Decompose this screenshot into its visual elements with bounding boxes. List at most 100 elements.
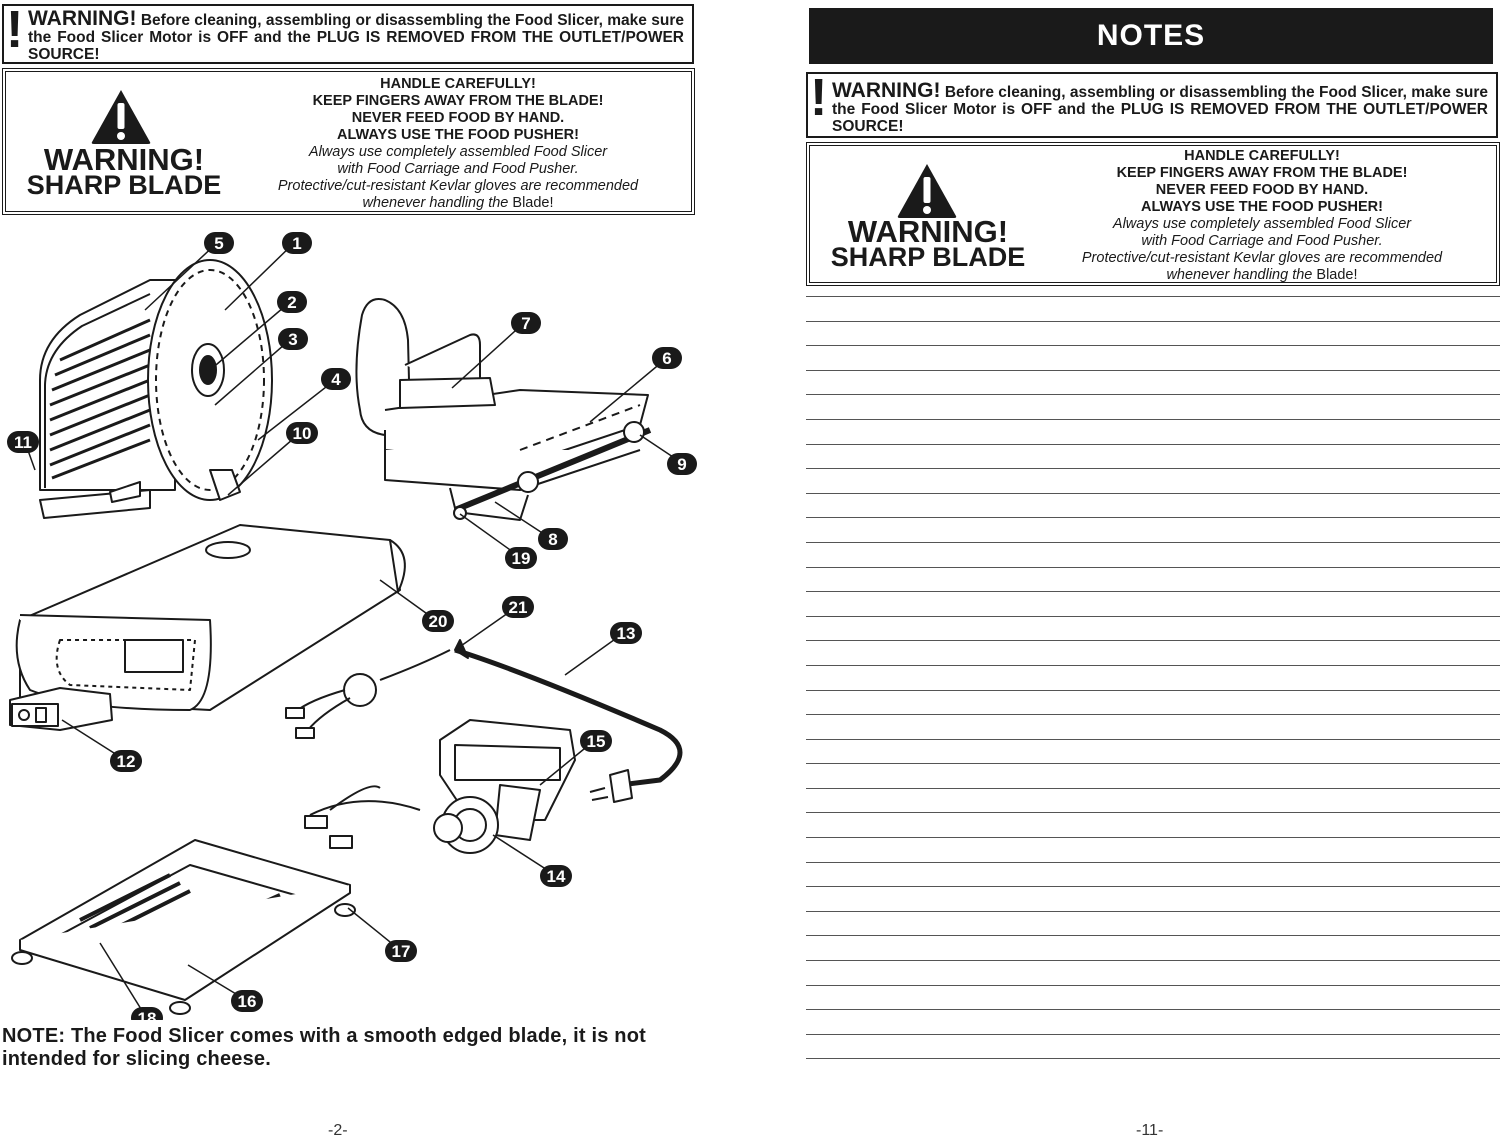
note-line	[806, 517, 1500, 542]
power-warning-box: ! WARNING! Before cleaning, assembling o…	[2, 1, 694, 64]
callout-8: 8	[538, 528, 568, 550]
note-line	[806, 615, 1500, 641]
power-cord-drawing	[285, 639, 683, 803]
motor-drawing	[304, 719, 576, 854]
note-line	[806, 345, 1500, 370]
rule-never-feed-by-hand: NEVER FEED FOOD BY HAND.	[1155, 182, 1369, 198]
callout-16: 16	[231, 990, 263, 1012]
svg-text:20: 20	[429, 612, 448, 631]
callout-4: 4	[321, 368, 351, 390]
note-line	[806, 837, 1500, 862]
power-warning-text-right: WARNING! Before cleaning, assembling or …	[832, 79, 1488, 135]
svg-text:4: 4	[331, 370, 341, 389]
rule-assembled-slicer: Always use completely assembled Food Sli…	[308, 144, 608, 160]
callout-17: 17	[385, 940, 417, 962]
note-line	[806, 492, 1500, 518]
svg-text:15: 15	[587, 732, 606, 751]
svg-text:9: 9	[677, 455, 686, 474]
note-line	[806, 320, 1500, 346]
power-switch-drawing	[9, 687, 113, 731]
blade-housing-drawing	[39, 279, 176, 519]
rule-carriage-and-pusher: with Food Carriage and Food Pusher.	[337, 161, 579, 177]
rule-handle-carefully: HANDLE CAREFULLY!	[1184, 148, 1340, 164]
sharp-blade-title: SHARP BLADE	[26, 170, 222, 200]
note-line	[806, 787, 1500, 813]
warning-body: Before cleaning, assembling or disassemb…	[832, 84, 1488, 135]
note-line	[806, 861, 1500, 887]
svg-text:1: 1	[292, 234, 301, 253]
note-line	[806, 1009, 1500, 1034]
callout-14: 14	[540, 865, 572, 887]
svg-text:11: 11	[14, 433, 32, 452]
note-line	[806, 886, 1500, 911]
right-page: NOTES ! WARNING! Before cleaning, assemb…	[800, 0, 1503, 1139]
callout-3: 3	[278, 328, 308, 350]
note-line	[806, 664, 1500, 690]
svg-text:7: 7	[521, 314, 530, 333]
blade-drawing	[147, 259, 273, 501]
note-line	[806, 812, 1500, 837]
sharp-blade-warning-box: WARNING! SHARP BLADE HANDLE CAREFULLY! K…	[2, 68, 695, 215]
warning-triangle-icon	[897, 164, 957, 218]
note-line	[806, 935, 1500, 960]
exploded-parts-diagram: 5 1 2 3 4 10 11 7 6 9 8 19 20 21 13 12 1…	[7, 232, 697, 1020]
blade-safety-rules: HANDLE CAREFULLY! KEEP FINGERS AWAY FROM…	[1042, 148, 1482, 284]
power-warning-text: WARNING! Before cleaning, assembling or …	[28, 7, 684, 63]
blade-safety-rules: HANDLE CAREFULLY! KEEP FINGERS AWAY FROM…	[238, 76, 678, 212]
note-line	[806, 443, 1500, 469]
callout-1: 1	[282, 232, 312, 254]
note-line	[806, 714, 1500, 739]
note-line	[806, 960, 1500, 985]
note-lines	[806, 296, 1500, 1083]
rule-keep-fingers-away: KEEP FINGERS AWAY FROM THE BLADE!	[1116, 165, 1408, 181]
rule-never-feed-by-hand: NEVER FEED FOOD BY HAND.	[351, 110, 565, 126]
rule-handling-blade: whenever handling the Blade!	[1166, 267, 1358, 283]
rule-kevlar-gloves: Protective/cut-resistant Kevlar gloves a…	[1081, 250, 1443, 266]
callout-21: 21	[502, 596, 534, 618]
callout-5: 5	[204, 232, 234, 254]
svg-text:19: 19	[512, 549, 531, 568]
svg-text:3: 3	[288, 330, 297, 349]
rule-keep-fingers-away: KEEP FINGERS AWAY FROM THE BLADE!	[312, 93, 604, 109]
exclamation-icon: !	[6, 1, 24, 59]
callout-15: 15	[580, 730, 612, 752]
exclamation-icon: !	[810, 69, 828, 127]
note-line	[806, 689, 1500, 715]
food-carriage-drawing	[355, 298, 652, 521]
rule-handle-carefully: HANDLE CAREFULLY!	[380, 76, 536, 92]
callout-12: 12	[110, 750, 142, 772]
rule-kevlar-gloves: Protective/cut-resistant Kevlar gloves a…	[277, 178, 639, 194]
note-line	[806, 394, 1500, 419]
callout-7: 7	[511, 312, 541, 334]
rule-use-food-pusher: ALWAYS USE THE FOOD PUSHER!	[1141, 199, 1383, 215]
note-line	[806, 763, 1500, 788]
warning-word: WARNING!	[832, 79, 941, 102]
note-line	[806, 1058, 1500, 1083]
rule-carriage-and-pusher: with Food Carriage and Food Pusher.	[1141, 233, 1383, 249]
note-line	[806, 418, 1500, 444]
svg-text:2: 2	[287, 293, 296, 312]
callout-9: 9	[667, 453, 697, 475]
sharp-blade-warning-box-right: WARNING! SHARP BLADE HANDLE CAREFULLY! K…	[806, 142, 1500, 286]
note-line	[806, 468, 1500, 493]
note-line	[806, 910, 1500, 936]
svg-text:12: 12	[117, 752, 136, 771]
svg-text:14: 14	[547, 867, 566, 886]
warning-triangle-icon	[91, 90, 151, 144]
note-line	[806, 369, 1500, 395]
callout-11: 11	[7, 431, 39, 453]
note-line	[806, 566, 1500, 592]
svg-text:5: 5	[214, 234, 223, 253]
note-line	[806, 738, 1500, 764]
svg-text:6: 6	[662, 349, 671, 368]
callout-6: 6	[652, 347, 682, 369]
warning-word: WARNING!	[28, 7, 137, 30]
page-number-left: -2-	[328, 1122, 348, 1139]
svg-text:18: 18	[138, 1009, 157, 1020]
svg-text:16: 16	[238, 992, 257, 1011]
blade-warning-title: WARNING!	[847, 214, 1009, 249]
callout-20: 20	[422, 610, 454, 632]
svg-text:10: 10	[293, 424, 312, 443]
notes-header: NOTES	[809, 8, 1493, 64]
left-page: ! WARNING! Before cleaning, assembling o…	[0, 0, 700, 1139]
